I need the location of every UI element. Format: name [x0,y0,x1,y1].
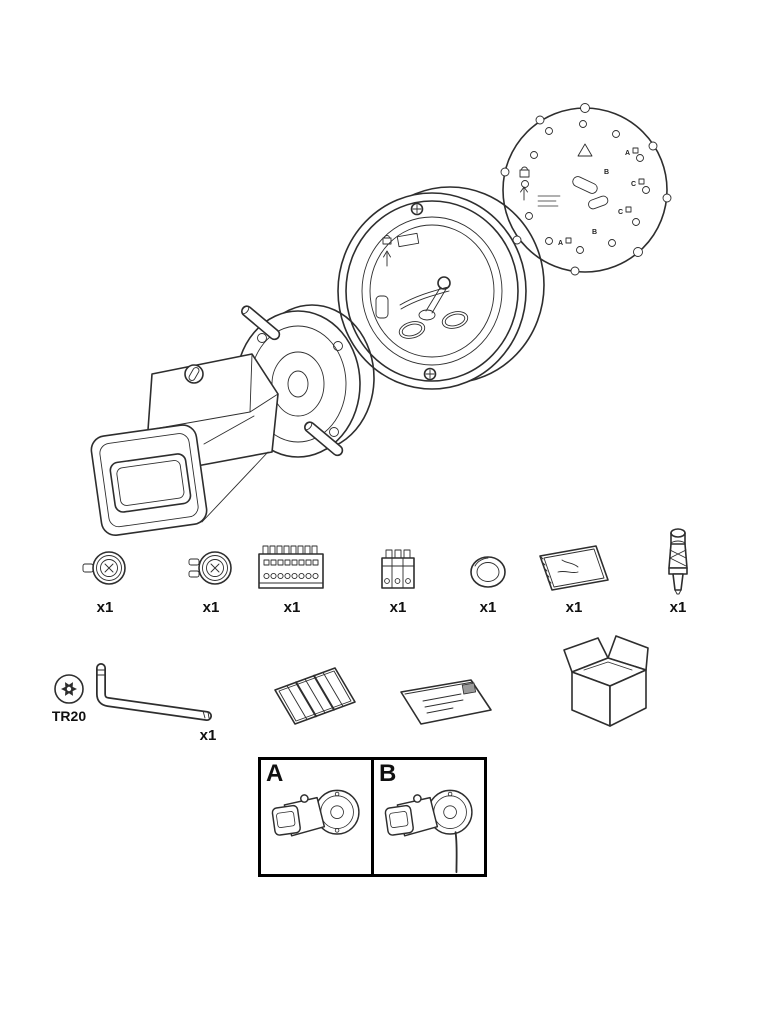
variant-a-cell: A [261,760,371,874]
carton-box-icon [563,635,649,727]
junction-box-drawing [337,186,545,390]
orientation-arrow-icon [520,186,528,201]
quantity-label: x1 [479,599,497,616]
variant-b-cell: B [371,760,484,874]
o-ring-icon [470,556,506,588]
grommet-two-pin-icon [188,551,232,585]
mounting-plate-drawing: A B C C B A [500,103,672,276]
io-connector-icon [381,549,415,589]
accessory-item: x1 [62,536,148,616]
accessory-item: x1 [245,531,339,616]
camera-body-drawing [90,353,279,537]
exploded-view-illustration: A B C C B A [90,103,672,537]
mount-screw-icon [304,421,344,457]
grommet-icon [82,551,126,585]
accessory-item: x1 [528,533,620,616]
junction-box-interior [375,232,469,339]
orientation-arrow-icon [383,250,391,267]
accessory-item: x1 [168,536,254,616]
terminal-block-icon [258,545,324,589]
camera-variant-b-icon [384,789,473,874]
plate-marking: A [625,150,630,157]
desiccant-bag-icon [539,545,609,591]
camera-variant-a-icon [271,789,360,837]
plate-marking: B [592,229,597,236]
mounting-variant-panel: A B [258,757,487,877]
accessory-item: x1 [358,533,438,616]
guide-document-icon [400,679,492,725]
lock-icon [382,235,392,245]
quantity-label: x1 [565,599,583,616]
triangle-mark-icon [577,143,593,157]
camera-knob-icon [184,364,204,384]
torx-size-label: TR20 [51,708,87,724]
plate-legend-lines [537,195,561,207]
rim-screw-icon [410,202,424,216]
cable-line [454,831,458,874]
tool-bit-icon [668,528,688,595]
lock-icon [519,166,530,178]
camera-lens-front [90,424,208,537]
plate-marking: C [631,181,636,188]
torx-head-item: TR20 [34,672,104,724]
label-sticker-icon [274,667,356,725]
variant-a-label: A [266,760,284,787]
quantity-label: x1 [669,599,687,616]
variant-b-label: B [379,760,397,787]
rim-screw-icon [423,367,437,381]
quantity-label: x1 [283,599,301,616]
quantity-label: x1 [96,599,114,616]
mount-screw-icon [241,305,281,341]
quantity-label: x1 [389,599,407,616]
plate-marking: B [604,169,609,176]
plate-marking: A [558,240,563,247]
torx-screw-head-icon [54,674,84,704]
torx-l-key-icon [96,663,212,721]
accessory-item: x1 [452,538,524,616]
plate-marking: C [618,209,623,216]
quantity-label: x1 [202,599,220,616]
accessory-item: x1 [642,523,714,616]
quantity-label: x1 [199,727,217,744]
